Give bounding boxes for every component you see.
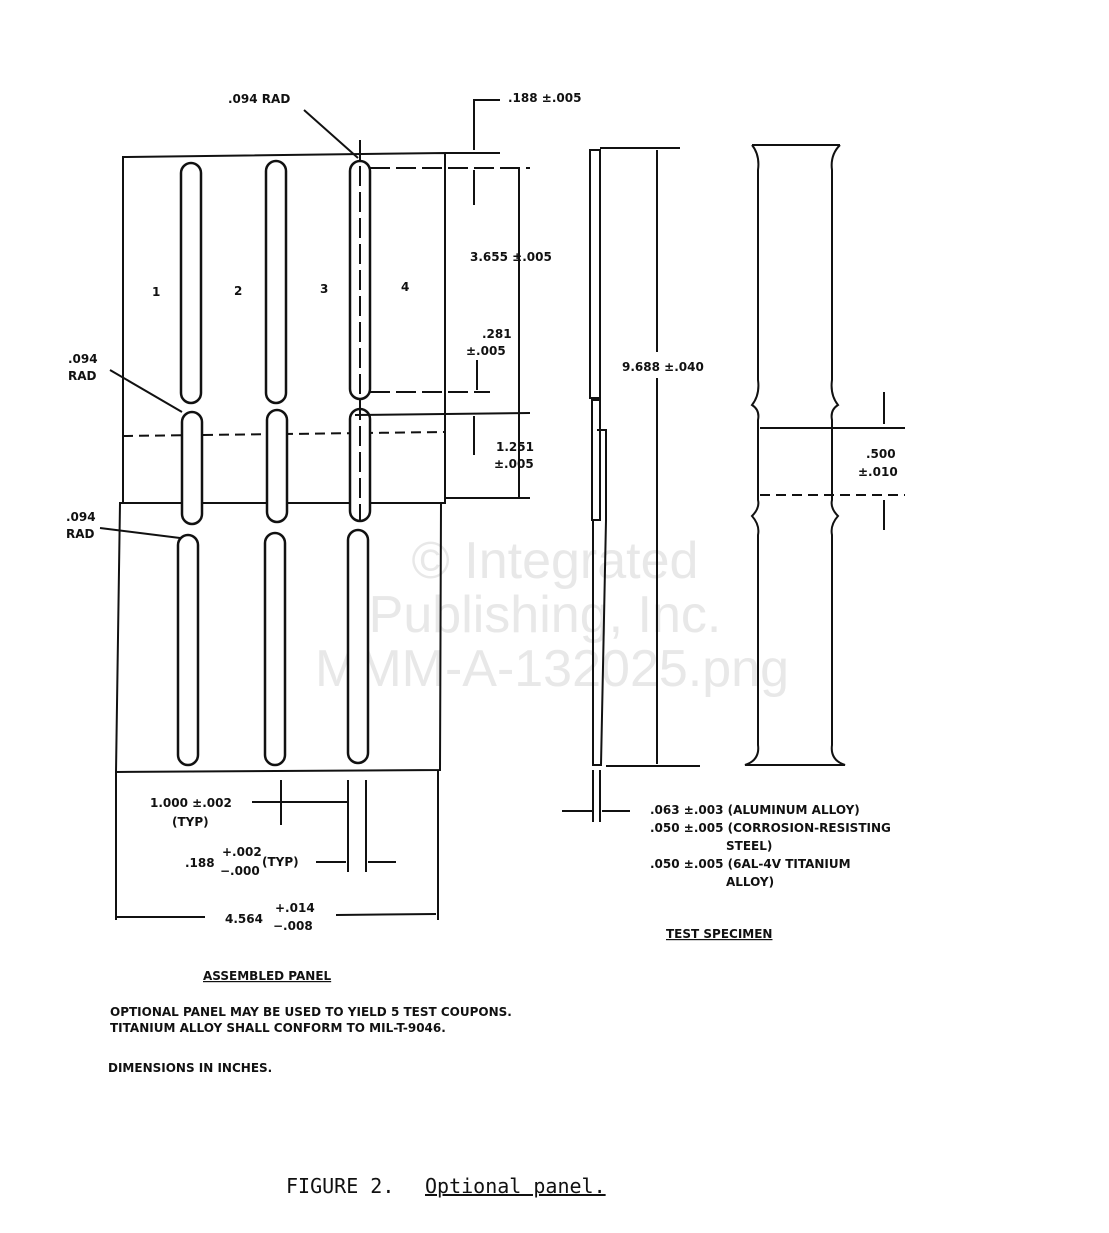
- dim-slot-width: .188: [185, 856, 215, 870]
- watermark: © Integrated Publishing, Inc. MMM-A-1320…: [315, 532, 789, 698]
- slots: [176, 159, 372, 767]
- dim-panel-width: 4.564: [225, 912, 263, 926]
- dim-281: .281: [482, 327, 512, 341]
- dim-slot-width: −.000: [220, 864, 260, 878]
- rad-label-low: .094: [66, 510, 96, 524]
- dim-specimen-length: 9.688 ±.040: [622, 360, 704, 374]
- dim-281: ±.005: [466, 344, 506, 358]
- dim-1251: 1.251: [496, 440, 534, 454]
- thickness-line: .063 ±.003 (ALUMINUM ALLOY): [650, 803, 860, 817]
- specimen-front-view: [744, 144, 846, 766]
- column-label: 3: [320, 282, 328, 296]
- dim-top-offset: .188 ±.005: [508, 91, 581, 105]
- specimen-side-view: [589, 149, 607, 766]
- thickness-line: .050 ±.005 (CORROSION-RESISTING: [650, 821, 891, 835]
- note-line: DIMENSIONS IN INCHES.: [108, 1061, 272, 1075]
- dim-panel-width: +.014: [275, 901, 315, 915]
- dim-gauge: .500: [866, 447, 896, 461]
- lower-plate: [114, 502, 443, 774]
- rad-label-mid: .094: [68, 352, 98, 366]
- watermark-line: Publishing, Inc.: [369, 586, 722, 644]
- figure-title: Optional panel.: [425, 1174, 606, 1198]
- upper-plate: [122, 151, 446, 504]
- column-label: 2: [234, 284, 242, 298]
- rad-label-mid: RAD: [68, 369, 97, 383]
- thickness-line: .050 ±.005 (6AL-4V TITANIUM: [650, 857, 851, 871]
- note-line: OPTIONAL PANEL MAY BE USED TO YIELD 5 TE…: [110, 1005, 512, 1019]
- dim-panel-width: −.008: [273, 919, 313, 933]
- dim-gauge: ±.010: [858, 465, 898, 479]
- notes: OPTIONAL PANEL MAY BE USED TO YIELD 5 TE…: [108, 1005, 512, 1075]
- note-line: TITANIUM ALLOY SHALL CONFORM TO MIL-T-90…: [110, 1021, 446, 1035]
- dim-slot-width: (TYP): [262, 855, 299, 869]
- column-label: 4: [401, 280, 409, 294]
- rad-label-top: .094 RAD: [228, 92, 290, 106]
- dim-pitch: 1.000 ±.002: [150, 796, 232, 810]
- dim-pitch: (TYP): [172, 815, 209, 829]
- thickness-line: STEEL): [726, 839, 772, 853]
- thickness-line: ALLOY): [726, 875, 774, 889]
- column-label: 1: [152, 285, 160, 299]
- test-specimen: 9.688 ±.040 .500 ±.010 .063 ±.003 (ALUMI…: [562, 144, 905, 941]
- watermark-line: © Integrated: [412, 532, 699, 590]
- dim-1251: ±.005: [494, 457, 534, 471]
- test-specimen-title: TEST SPECIMEN: [666, 927, 772, 941]
- assembled-panel: 1 2 3 4 .094 RAD .094 RAD .094 RAD .188 …: [66, 91, 581, 983]
- rad-label-low: RAD: [66, 527, 95, 541]
- figure-label: FIGURE 2.: [286, 1174, 394, 1198]
- watermark-line: MMM-A-132025.png: [315, 640, 789, 698]
- assembled-panel-title: ASSEMBLED PANEL: [203, 969, 332, 983]
- dim-slot-length: 3.655 ±.005: [470, 250, 552, 264]
- dim-slot-width: +.002: [222, 845, 262, 859]
